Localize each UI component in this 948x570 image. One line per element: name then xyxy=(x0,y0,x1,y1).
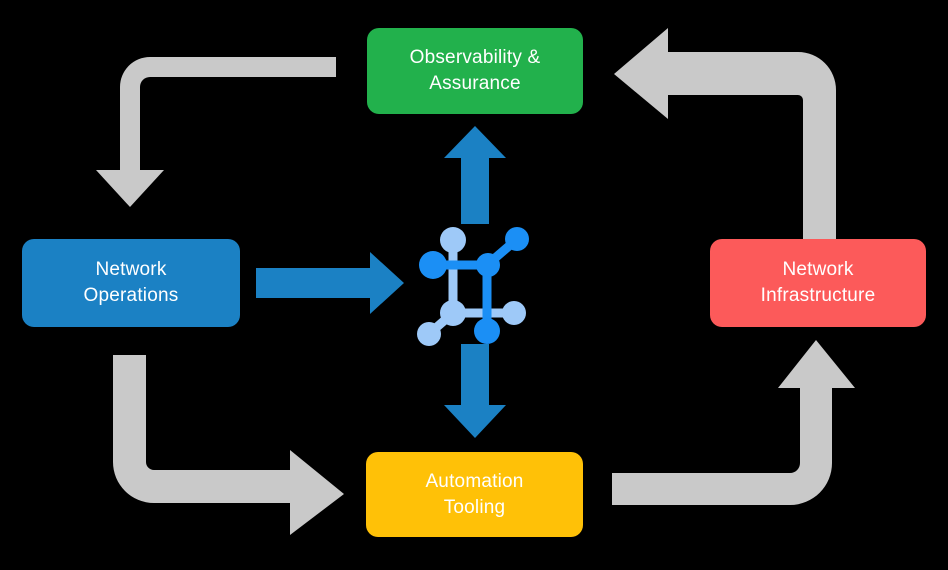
node-observability-and-assurance[interactable]: Observability & Assurance xyxy=(367,28,583,114)
network-topology-icon xyxy=(417,227,529,346)
connector-ops-to-automation-shape xyxy=(113,355,344,535)
connector-center-to-automation xyxy=(444,344,506,438)
connector-ops-to-automation xyxy=(113,355,344,527)
node-network-operations[interactable]: Network Operations xyxy=(22,239,240,327)
connector-center-to-observability xyxy=(444,126,506,224)
node-automation-tooling[interactable]: Automation Tooling xyxy=(366,452,583,537)
connector-infrastructure-to-observability xyxy=(614,28,836,258)
connector-ops-to-center xyxy=(256,252,404,314)
node-network-infrastructure[interactable]: Network Infrastructure xyxy=(710,239,926,327)
connector-observability-to-ops xyxy=(96,57,336,207)
connector-automation-to-infrastructure xyxy=(612,340,855,505)
